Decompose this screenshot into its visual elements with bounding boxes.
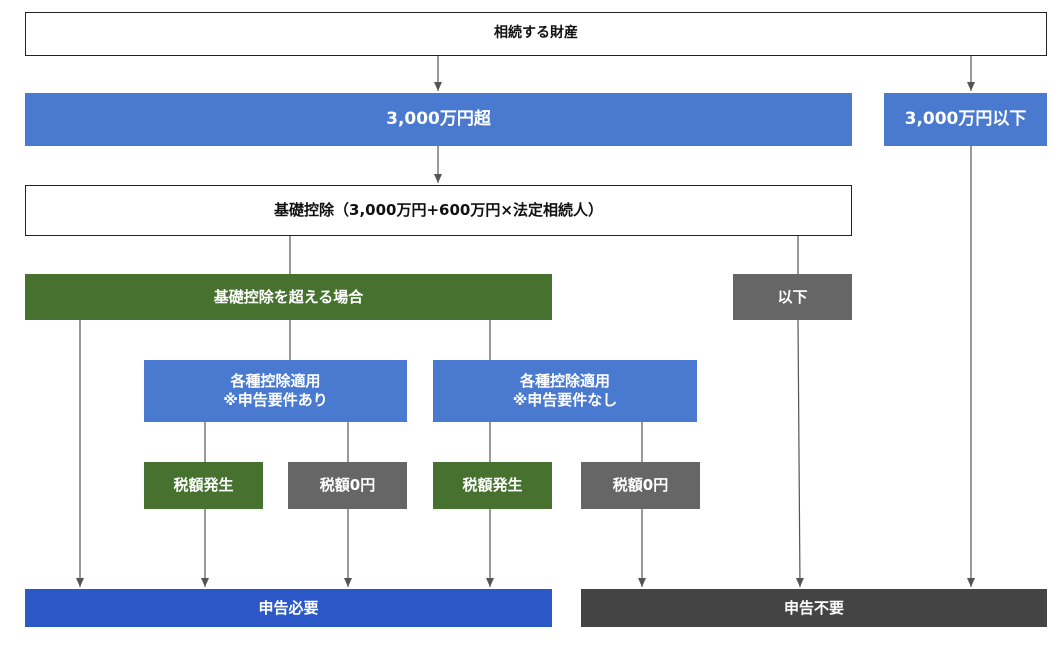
tax-due-label-1: 税額発生 [173,476,234,495]
filing-not-required-node: 申告不要 [581,589,1047,627]
exceeds-deduction-node: 基礎控除を超える場合 [25,274,552,320]
below-deduction-node: 以下 [733,274,852,320]
filing-not-required-label: 申告不要 [783,598,844,617]
estate-node: 相続する財産 [25,12,1047,56]
under-30m-label: 3,000万円以下 [904,108,1027,129]
deductions-without-requirement-line2: ※申告要件なし [512,391,618,409]
estate-label: 相続する財産 [494,25,578,42]
arrow-below-to-not-required [795,319,804,588]
deductions-without-requirement-node: 各種控除適用 ※申告要件なし [433,360,697,422]
below-deduction-label: 以下 [777,287,808,306]
deductions-with-requirement-node: 各種控除適用 ※申告要件あり [144,360,407,422]
deductions-with-requirement-line2: ※申告要件あり [223,391,328,409]
over-30m-label: 3,000万円超 [386,108,491,129]
filing-required-label: 申告必要 [258,598,319,617]
basic-deduction-node: 基礎控除（3,000万円+600万円×法定相続人） [25,185,852,236]
under-30m-node: 3,000万円以下 [884,93,1047,146]
filing-required-node: 申告必要 [25,589,552,627]
tax-due-label-2: 税額発生 [462,476,523,495]
tax-zero-node-1: 税額0円 [288,462,407,509]
over-30m-node: 3,000万円超 [25,93,852,146]
tax-zero-label-2: 税額0円 [612,476,669,495]
basic-deduction-label: 基礎控除（3,000万円+600万円×法定相続人） [274,201,603,220]
tax-due-node-1: 税額発生 [144,462,263,509]
tax-zero-node-2: 税額0円 [581,462,700,509]
deductions-with-requirement-line1: 各種控除適用 [230,372,321,391]
exceeds-deduction-label: 基礎控除を超える場合 [213,287,364,306]
tax-due-node-2: 税額発生 [433,462,552,509]
deductions-without-requirement-line1: 各種控除適用 [519,372,610,391]
tax-zero-label-1: 税額0円 [319,476,376,495]
